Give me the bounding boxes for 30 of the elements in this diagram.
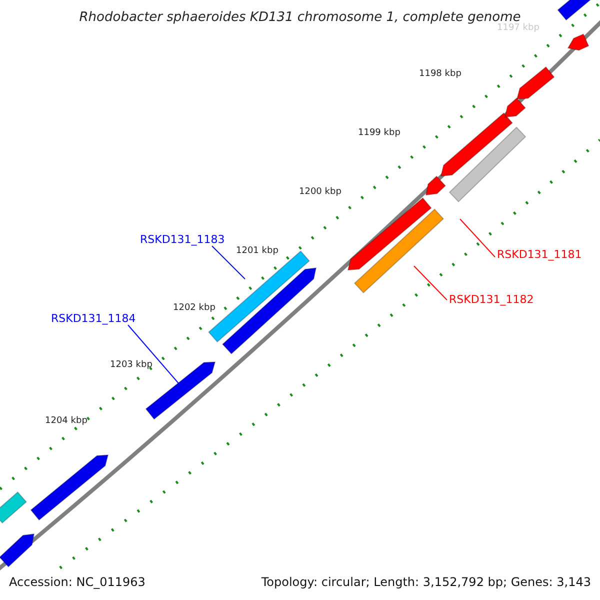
title: Rhodobacter sphaeroides KD131 chromosome 1, complete genome bbox=[78, 11, 522, 24]
gene-feature bbox=[347, 197, 432, 271]
leader-line bbox=[460, 218, 496, 258]
gene-label: RSKD131_1183 bbox=[140, 234, 225, 245]
position-label: 1200 kbp bbox=[299, 188, 342, 197]
gene-feature bbox=[354, 208, 444, 294]
leader-line bbox=[212, 246, 246, 280]
gene-feature bbox=[30, 454, 109, 521]
gene-label: RSKD131_1182 bbox=[449, 294, 534, 305]
position-label: 1199 kbp bbox=[358, 129, 400, 138]
position-label: 1204 kbp bbox=[45, 417, 88, 426]
gene-feature bbox=[504, 97, 526, 118]
gene-feature bbox=[516, 66, 555, 100]
gene-label: RSKD131_1184 bbox=[51, 313, 136, 324]
leader-line bbox=[128, 324, 180, 386]
gene-feature bbox=[425, 176, 446, 196]
gene-feature bbox=[0, 491, 27, 524]
gene-feature bbox=[567, 33, 590, 51]
accession-text: Accession: NC_011963 bbox=[9, 576, 146, 588]
leader-line bbox=[414, 266, 448, 300]
position-label: 1203 kbp bbox=[110, 361, 152, 370]
genome-info-text: Topology: circular; Length: 3,152,792 bp; Genes: 3,143 bbox=[261, 576, 591, 588]
position-label: 1202 kbp bbox=[173, 304, 216, 313]
gene-feature bbox=[0, 533, 35, 568]
position-label: 1198 kbp bbox=[419, 70, 462, 79]
gene-feature bbox=[448, 126, 526, 202]
gene-label: RSKD131_1181 bbox=[497, 249, 582, 260]
position-label: 1201 kbp bbox=[236, 247, 278, 256]
gene-feature bbox=[440, 112, 513, 177]
gene-feature bbox=[222, 267, 317, 354]
